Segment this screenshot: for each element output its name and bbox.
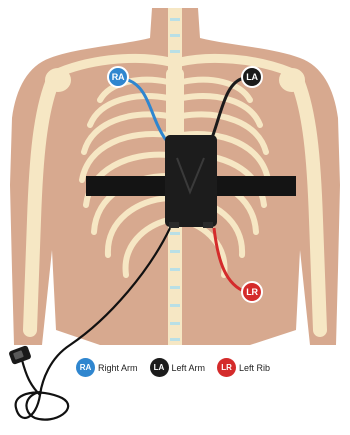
legend-text-left-arm: Left Arm [172,363,206,373]
legend: RA Right Arm LA Left Arm LR Left Rib [76,358,276,377]
la-electrode-badge: LA [241,66,263,88]
legend-badge-la: LA [150,358,169,377]
legend-item-left-arm: LA Left Arm [150,358,206,377]
legend-item-left-rib: LR Left Rib [217,358,270,377]
ra-electrode-badge: RA [107,66,129,88]
legend-item-right-arm: RA Right Arm [76,358,138,377]
legend-text-right-arm: Right Arm [98,363,138,373]
lr-electrode-badge: LR [241,281,263,303]
legend-text-left-rib: Left Rib [239,363,270,373]
legend-badge-lr: LR [217,358,236,377]
ecg-recorder-device [165,135,217,228]
legend-badge-ra: RA [76,358,95,377]
usb-connector [8,345,32,365]
